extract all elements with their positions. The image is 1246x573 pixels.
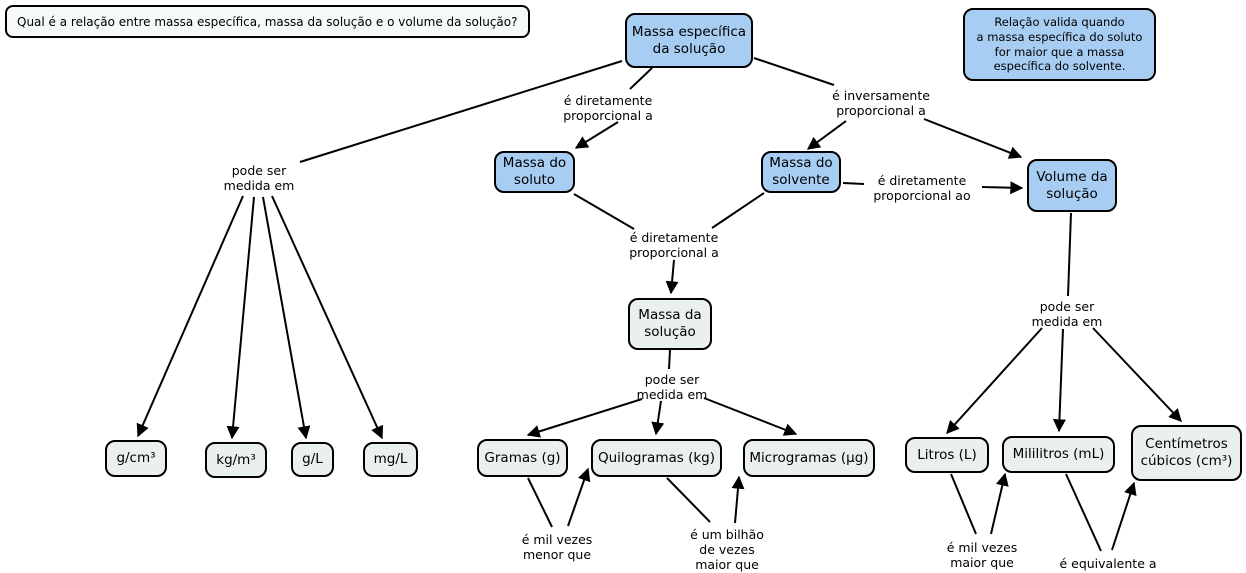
edge-especifica-to-inversamente xyxy=(753,57,835,86)
node-volume-solucao[interactable]: Volume da solução xyxy=(1027,159,1117,212)
node-unit-litros[interactable]: Litros (L) xyxy=(905,437,989,473)
edge-solvente-to-diretamenteao xyxy=(842,182,865,185)
node-unit-cm-cubicos[interactable]: Centímetros cúbicos (cm³) xyxy=(1131,425,1242,481)
edge-solvente-to-diretamente2 xyxy=(711,192,765,229)
edge-label-pode-ser-medida-left[interactable]: pode ser medida em xyxy=(223,163,295,193)
node-unit-mililitros[interactable]: Mililitros (mL) xyxy=(1002,436,1115,473)
edge-label-bilhao-maior[interactable]: é um bilhão de vezes maior que xyxy=(690,527,764,572)
node-unit-microgramas[interactable]: Microgramas (µg) xyxy=(743,439,875,477)
edge-label-inversamente[interactable]: é inversamente proporcional a xyxy=(832,88,930,118)
edge-especifica-to-diretamente1 xyxy=(629,67,653,90)
node-question[interactable]: Qual é a relação entre massa específica,… xyxy=(5,5,530,38)
node-note-relacao[interactable]: Relação valida quando a massa específica… xyxy=(963,8,1156,81)
edge-bilhao-to-microgramas xyxy=(731,475,745,524)
edge-gramas-to-milmenor xyxy=(527,477,553,528)
edge-milmaior-to-mililitros xyxy=(990,472,1009,535)
edge-medida-left-to-gcm3 xyxy=(136,195,244,438)
edge-inversamente-to-volume xyxy=(923,118,1023,159)
node-unit-mg-l[interactable]: mg/L xyxy=(363,442,418,477)
edge-diretamente2-to-massasolucao xyxy=(665,259,679,295)
edge-medida-right-to-mililitros xyxy=(1052,328,1066,433)
edge-medida-right-to-litros xyxy=(946,327,1043,434)
edge-diretamente1-to-soluto xyxy=(574,121,619,149)
edge-medida-right-to-cm3 xyxy=(1092,327,1182,422)
edge-label-mil-vezes-menor[interactable]: é mil vezes menor que xyxy=(521,532,593,562)
edge-medida-center-to-quilogramas xyxy=(651,400,665,436)
edge-medida-left-to-mgl xyxy=(271,195,384,440)
node-massa-solucao[interactable]: Massa da solução xyxy=(628,298,712,350)
edge-medida-left-to-gl xyxy=(262,196,311,440)
edge-soluto-to-diretamente2 xyxy=(573,193,635,230)
edge-label-diretamente-1[interactable]: é diretamente proporcional a xyxy=(563,93,653,123)
edge-milmenor-to-quilogramas xyxy=(567,467,591,527)
edge-label-pode-ser-medida-center[interactable]: pode ser medida em xyxy=(636,372,708,402)
edge-inversamente-to-solvente xyxy=(806,120,847,150)
node-unit-gramas[interactable]: Gramas (g) xyxy=(477,439,568,477)
node-massa-especifica[interactable]: Massa específica da solução xyxy=(625,13,753,68)
edge-volume-to-medida-right xyxy=(1067,212,1072,297)
edge-medida-center-to-gramas xyxy=(526,398,643,438)
edge-quilogramas-to-bilhao xyxy=(666,477,711,523)
edge-litros-to-milmaior xyxy=(950,473,977,535)
node-massa-soluto[interactable]: Massa do soluto xyxy=(494,151,575,193)
edge-equivalente-to-cm3 xyxy=(1111,481,1137,551)
edge-label-pode-ser-medida-right[interactable]: pode ser medida em xyxy=(1031,299,1103,329)
edge-medida-left-to-kgm3 xyxy=(226,196,255,440)
node-unit-kg-m3[interactable]: kg/m³ xyxy=(205,442,267,478)
node-unit-quilogramas[interactable]: Quilogramas (kg) xyxy=(591,439,722,477)
edge-especifica-to-medida-left xyxy=(299,60,623,163)
edge-diretamenteao-to-volume xyxy=(981,181,1024,195)
node-unit-g-cm3[interactable]: g/cm³ xyxy=(105,440,167,477)
node-massa-solvente[interactable]: Massa do solvente xyxy=(761,151,841,193)
edge-label-mil-vezes-maior[interactable]: é mil vezes maior que xyxy=(946,540,1018,570)
edge-mililitros-to-equivalente xyxy=(1065,473,1102,552)
edge-label-equivalente[interactable]: é equivalente a xyxy=(1059,556,1157,571)
edge-medida-center-to-microgramas xyxy=(703,397,798,436)
edge-massasolucao-to-medida-center xyxy=(668,349,671,370)
edge-label-diretamente-ao[interactable]: é diretamente proporcional ao xyxy=(873,173,971,203)
node-unit-g-l[interactable]: g/L xyxy=(291,442,334,477)
edge-label-diretamente-2[interactable]: é diretamente proporcional a xyxy=(629,230,719,260)
